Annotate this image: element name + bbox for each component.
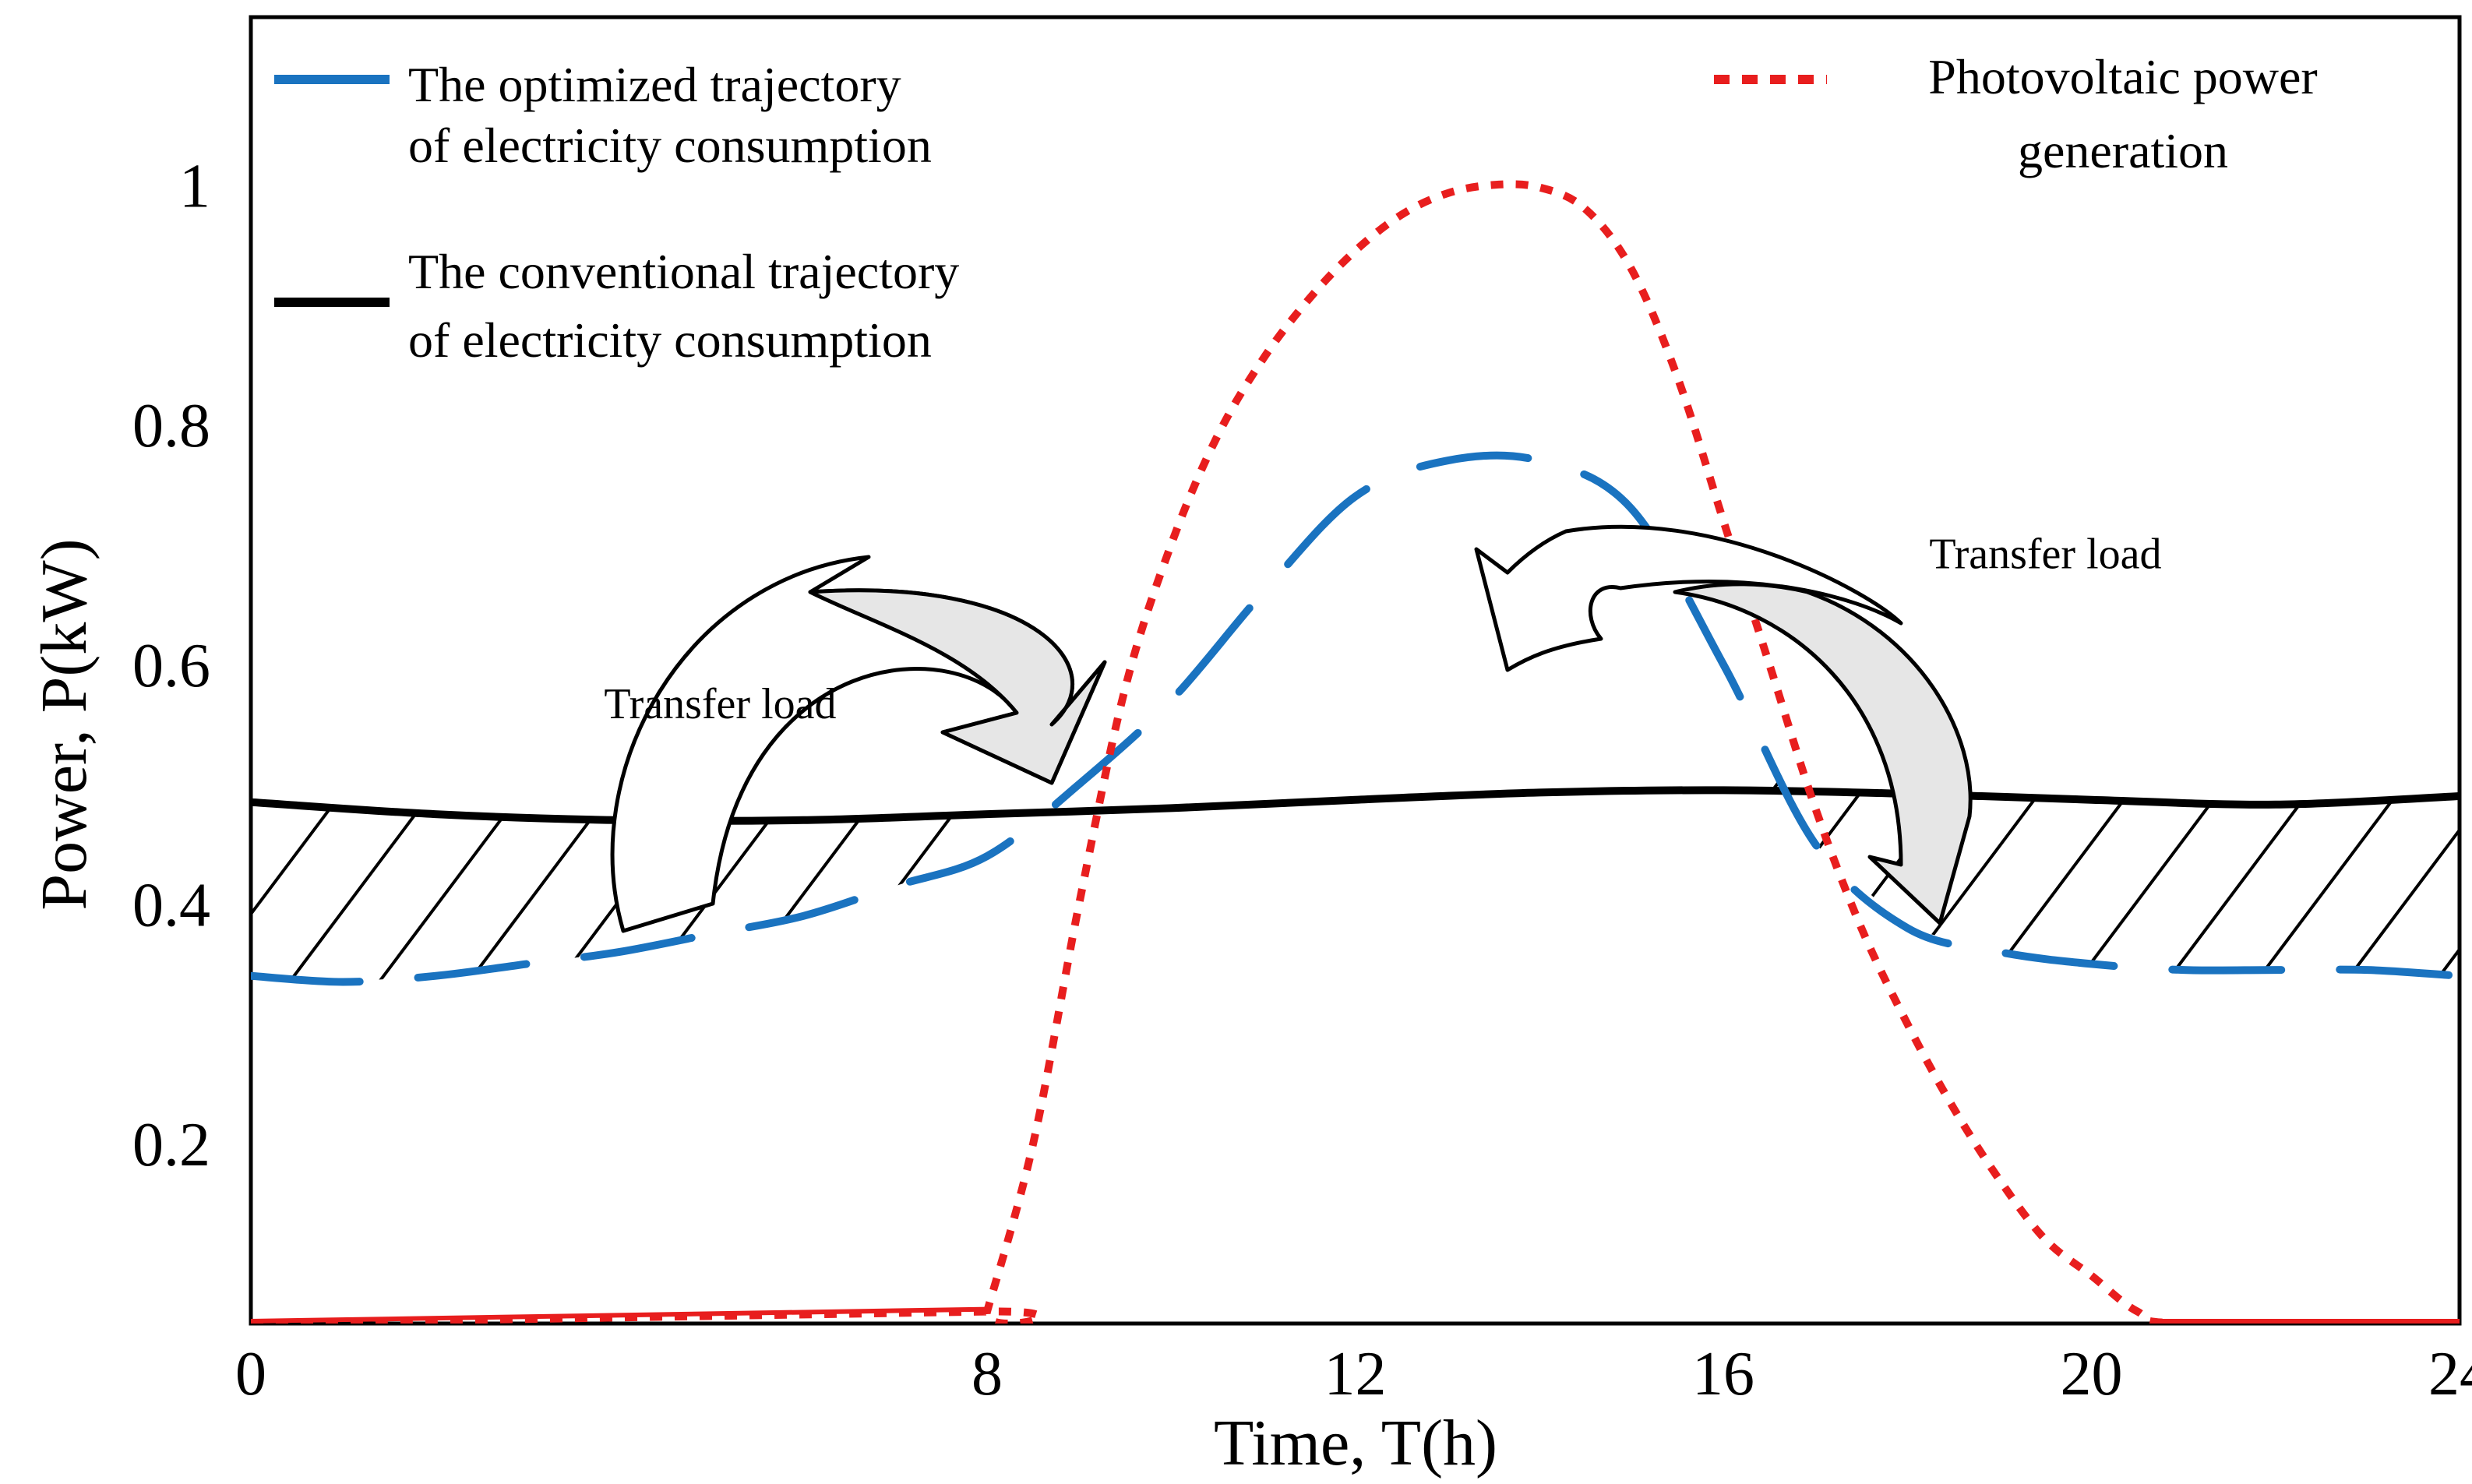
x-axis-label: Time, T(h) — [1214, 1407, 1497, 1479]
y-tick-label: 0.6 — [132, 632, 210, 700]
y-tick-label: 1 — [179, 152, 210, 220]
plot-area-frame — [249, 15, 2462, 1326]
annotation-transfer-load: Transfer load — [604, 680, 836, 728]
y-tick-label: 0.4 — [132, 872, 210, 940]
x-tick-label: 16 — [1692, 1340, 1754, 1408]
hatch-line — [2173, 777, 2410, 976]
x-tick-label: 12 — [1324, 1340, 1387, 1408]
legend: The optimized trajectory of electricity c… — [274, 49, 2318, 368]
transfer-arrow-left — [610, 555, 1107, 933]
hatch-line — [1904, 777, 2141, 976]
transfer-arrow-right — [1474, 524, 1973, 925]
legend-label-pv: Photovoltaic power — [1928, 49, 2317, 104]
y-tick-label: 0.2 — [132, 1111, 210, 1179]
x-tick-label: 8 — [972, 1340, 1003, 1408]
hatch-line — [251, 802, 354, 982]
x-tick-label: 0 — [235, 1340, 266, 1408]
y-tick-label: 0.8 — [132, 392, 210, 460]
hatch-line — [565, 802, 802, 982]
x-tick-label: 24 — [2428, 1340, 2472, 1408]
legend-label-optimized: of electricity consumption — [408, 118, 932, 173]
legend-label-pv: generation — [2018, 123, 2228, 178]
hatch-line — [1994, 777, 2230, 976]
hatch-line — [386, 802, 622, 982]
annotation-transfer-load: Transfer load — [1929, 531, 2161, 579]
legend-label-optimized: The optimized trajectory — [408, 57, 901, 112]
hatch-line — [2262, 777, 2460, 976]
series-line-pv — [251, 180, 2460, 1324]
hatch-line — [296, 802, 533, 982]
legend-label-conventional: The conventional trajectory — [408, 244, 959, 299]
y-axis-label: Power, P(kW) — [28, 538, 101, 910]
x-tick-label: 20 — [2061, 1340, 2123, 1408]
pv-baseline-left — [251, 1306, 988, 1324]
hatch-line — [251, 802, 443, 982]
hatch-line — [2083, 777, 2320, 976]
series-line-optimized — [251, 451, 2460, 986]
legend-label-conventional: of electricity consumption — [408, 312, 932, 368]
hatch-line — [1769, 777, 1872, 976]
